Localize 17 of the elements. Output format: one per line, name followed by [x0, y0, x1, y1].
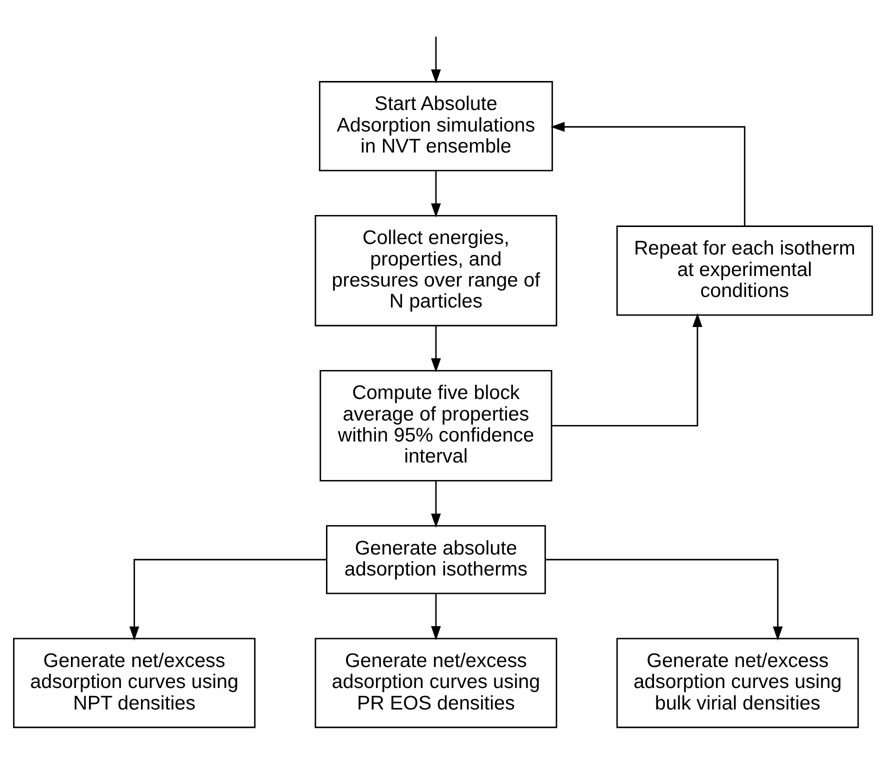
arrow	[431, 480, 441, 528]
node-box: Generate absolute adsorption isotherms	[326, 525, 546, 594]
arrow	[431, 36, 441, 84]
node-box: Collect energies, properties, and pressures over range of N particles	[314, 214, 558, 326]
arrow	[546, 558, 783, 641]
arrow	[431, 170, 441, 218]
node-box: Generate net/excess adsorption curves using NPT densities	[13, 638, 256, 728]
node-box: Generate net/excess adsorption curves using PR EOS densities	[314, 638, 558, 728]
node-box: Compute five block average of properties within 95% confidence interval	[320, 370, 552, 482]
arrow	[129, 558, 327, 641]
arrow	[431, 594, 441, 640]
node-box: Start Absolute Adsorption simulations in NVT ensemble	[318, 81, 553, 172]
arrow	[431, 326, 441, 372]
node-box: Generate net/excess adsorption curves using bulk virial densities	[616, 638, 859, 728]
node-box: Repeat for each isotherm at experimental conditions	[616, 226, 873, 316]
arrow	[552, 312, 702, 426]
arrow	[550, 122, 746, 226]
